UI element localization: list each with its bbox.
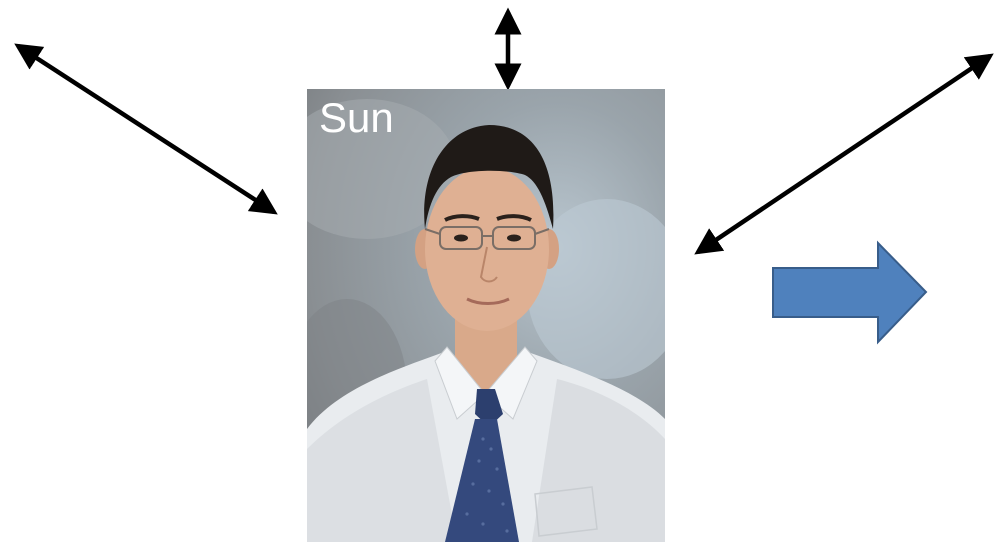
right-block-arrow-icon — [772, 240, 928, 345]
photo-name-label: Sun — [319, 94, 394, 141]
portrait-photo: Sun — [307, 89, 665, 542]
double-headed-arrow-icon-upper-left — [14, 43, 278, 215]
portrait-illustration — [307, 99, 665, 542]
double-headed-arrow-icon-upper-right — [694, 53, 994, 255]
